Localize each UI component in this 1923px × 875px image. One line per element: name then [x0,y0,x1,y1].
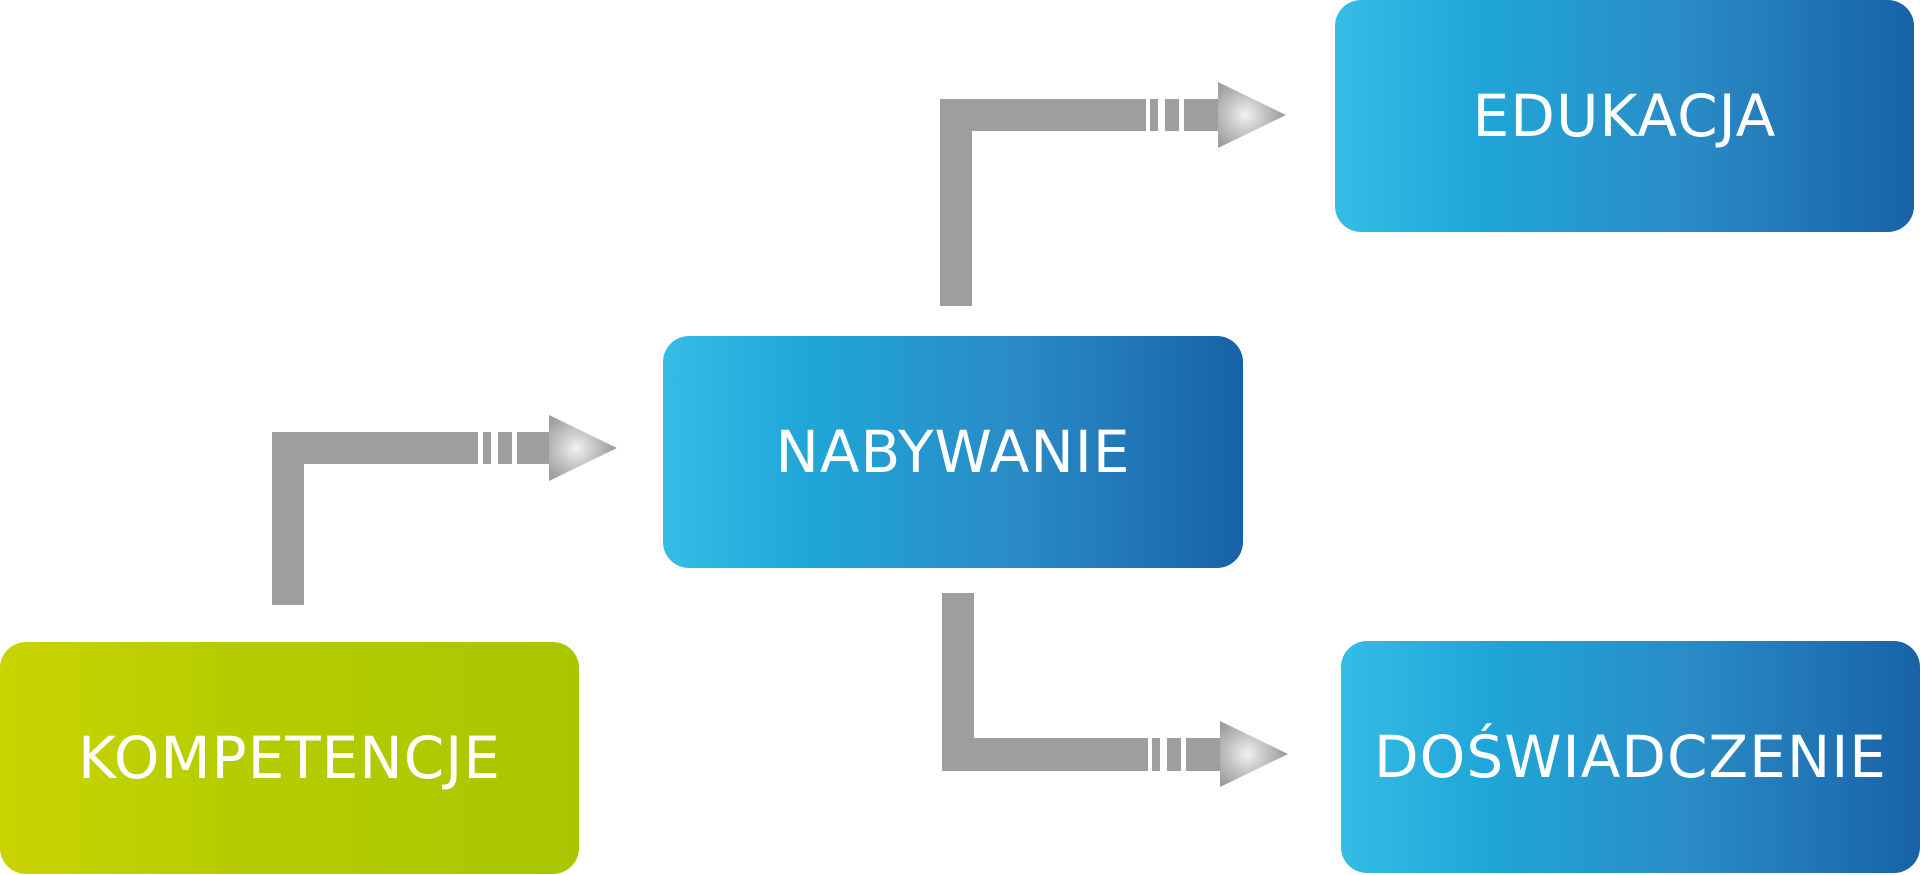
node-acquisition-label: NABYWANIE [775,418,1131,486]
arrow-acquisition-to-education [940,82,1286,306]
node-experience-label: DOŚWIADCZENIE [1374,723,1887,791]
node-competencies-label: KOMPETENCJE [78,724,501,792]
arrow-competencies-to-acquisition [272,415,617,605]
node-education-label: EDUKACJA [1472,82,1777,150]
node-education: EDUKACJA [1335,0,1914,232]
arrow-acquisition-to-experience [942,593,1288,787]
node-competencies: KOMPETENCJE [0,642,579,874]
node-acquisition: NABYWANIE [663,336,1243,568]
node-experience: DOŚWIADCZENIE [1341,641,1920,873]
